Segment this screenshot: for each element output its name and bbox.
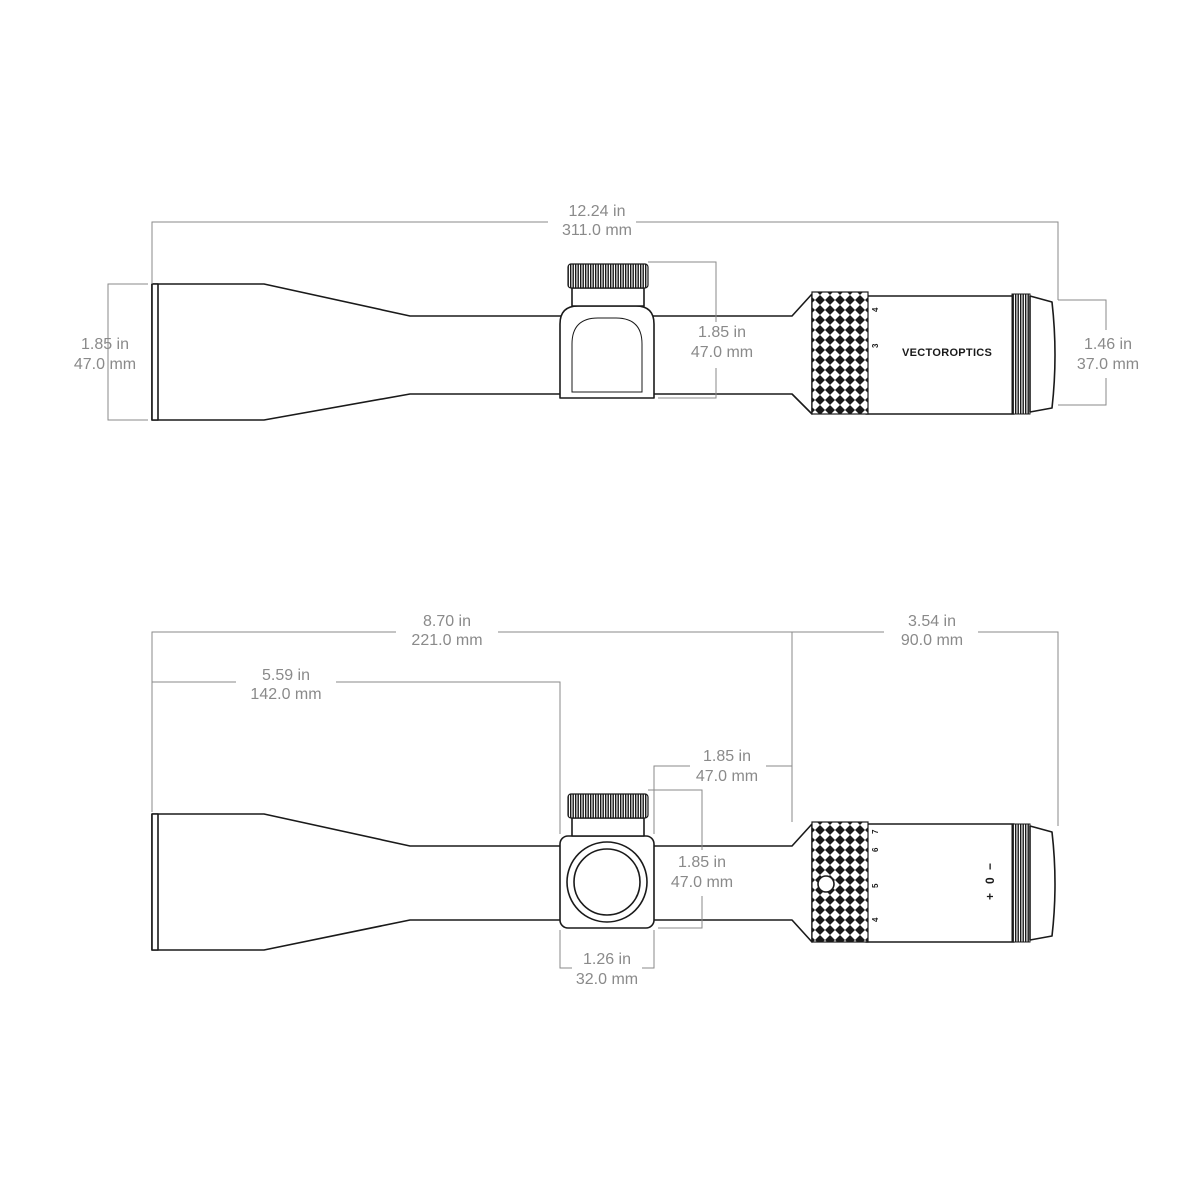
diopter-minus: − [983, 863, 997, 870]
dim-top-turret-mm: 47.0 mm [691, 344, 753, 361]
dim-side-turret-line [648, 789, 703, 929]
dim-objective-turret-in: 5.59 in [262, 667, 310, 684]
dim-front-length-in: 8.70 in [423, 613, 471, 630]
dim-rear-length-line [792, 631, 1059, 826]
diopter-plus: + [983, 893, 997, 900]
top-turret-cap-outline [571, 317, 643, 393]
side-objective-rim [151, 813, 159, 951]
dim-overall-length-line [151, 221, 1059, 300]
top-mag-mark-2: 3 [871, 343, 880, 348]
dim-overall-length-in: 12.24 in [569, 203, 626, 220]
side-turret-knob [567, 793, 649, 819]
dim-eyepiece-in: 1.46 in [1084, 336, 1132, 353]
dim-tube-mm: 32.0 mm [576, 971, 638, 988]
side-mag-mark-4: 4 [871, 917, 880, 922]
dim-objective-turret-mm: 142.0 mm [250, 686, 321, 703]
dim-tube-line [559, 930, 655, 969]
dim-rear-length-in: 3.54 in [908, 613, 956, 630]
dim-side-turret-mm: 47.0 mm [671, 874, 733, 891]
dim-top-turret-line [648, 261, 717, 399]
dim-top-turret-in: 1.85 in [698, 324, 746, 341]
top-turret-knob [567, 263, 649, 289]
dim-eyepiece-mm: 37.0 mm [1077, 356, 1139, 373]
top-mag-mark-1: 4 [871, 307, 880, 312]
dim-turret-offset-in: 1.85 in [703, 748, 751, 765]
side-mag-mark-3: 5 [871, 883, 880, 888]
side-turret-base [571, 817, 645, 837]
dim-turret-offset-line [653, 765, 792, 834]
dim-overall-length-mm: 311.0 mm [562, 222, 632, 239]
top-eyepiece-body [865, 295, 1015, 415]
top-turret-base [571, 287, 645, 307]
top-ocular-ring [1011, 293, 1031, 415]
diopter-zero: 0 [983, 877, 997, 884]
dim-objective-in: 1.85 in [81, 336, 129, 353]
side-turret-cap [573, 848, 641, 916]
dim-front-length-mm: 221.0 mm [411, 632, 482, 649]
dim-front-length-line [151, 631, 793, 822]
dim-turret-offset-mm: 47.0 mm [696, 768, 758, 785]
dim-objective-turret-line [152, 681, 561, 834]
top-eyepiece-end [1029, 295, 1056, 413]
side-mag-mark-2: 6 [871, 847, 880, 852]
dim-objective-mm: 47.0 mm [74, 356, 136, 373]
top-magnification-ring [811, 291, 869, 415]
side-view: 7 6 5 4 + 0 − 8.70 in 221.0 mm 3.54 in 9… [151, 613, 1059, 988]
dim-objective-line [107, 283, 148, 421]
brand-logo: VECTOROPTICS [902, 347, 992, 359]
side-mag-mark-1: 7 [871, 829, 880, 834]
top-view: 4 3 VECTOROPTICS 12.24 in 311.0 mm 1.85 … [74, 203, 1139, 421]
side-eyepiece-body [865, 823, 1015, 943]
dim-rear-length-mm: 90.0 mm [901, 632, 963, 649]
dim-eyepiece-line [1058, 299, 1107, 406]
dim-side-turret-in: 1.85 in [678, 854, 726, 871]
top-objective-rim [151, 283, 159, 421]
side-ocular-ring [1011, 823, 1031, 943]
side-eyepiece-end [1029, 825, 1056, 941]
dim-tube-in: 1.26 in [583, 951, 631, 968]
top-turret-housing [559, 305, 655, 399]
side-throw-lever [817, 875, 835, 893]
